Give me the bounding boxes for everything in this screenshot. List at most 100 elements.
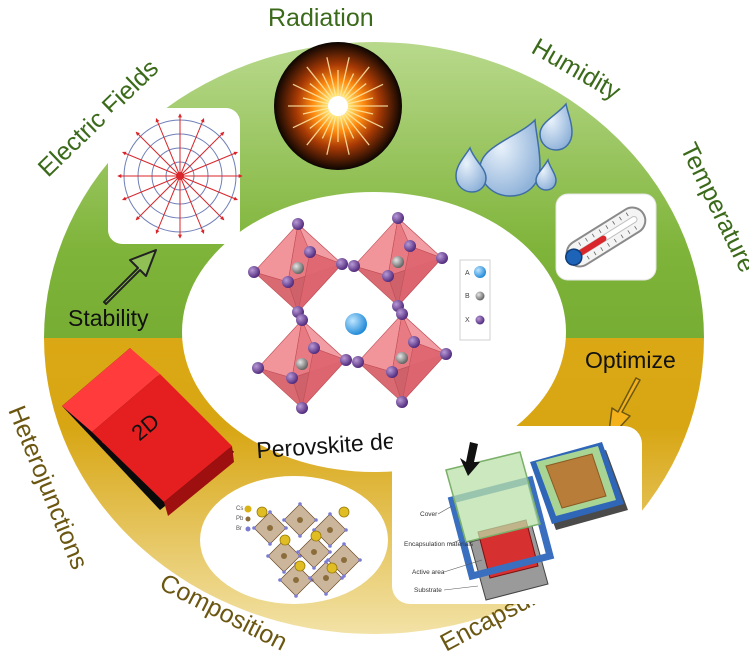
thermometer-icon [565,206,647,268]
composition-br-atom [278,578,282,582]
field-line [179,175,225,221]
composition-swatch-pb [245,516,251,522]
radiation-ray [338,111,350,155]
x-site-anion [440,348,452,360]
octahedron-face [397,245,443,307]
x-site-anion [386,366,398,378]
composition-legend-pb: Pb [236,516,244,522]
legend-swatch-a [474,266,486,278]
x-site-anion [396,396,408,408]
radiation-ray [302,106,333,115]
legend-label-a: A [465,270,470,277]
radiation-ray [341,66,370,102]
composition-br-atom [312,566,316,570]
b-site-cation [292,262,304,274]
radiation-ray [326,57,338,101]
legend-label-x: X [465,317,470,324]
composition-br-atom [340,576,344,580]
b-site-cation [392,256,404,268]
composition-br-atom [308,576,312,580]
field-lines [117,113,243,239]
composition-br-atom [314,518,318,522]
label-active-area: Active area [412,569,445,576]
water-drop-icon [535,158,557,191]
radiation-ray [343,97,374,106]
x-site-anion [382,270,394,282]
composition-cs-atom [279,534,291,546]
octahedron-face [301,347,347,409]
x-site-anion [340,354,352,366]
electric-field-panel [108,108,243,244]
composition-cs-atom [326,562,338,574]
octahedron-face [297,251,343,313]
point-charge-icon [176,172,184,180]
x-site-anion [436,252,448,264]
composition-legend-cs: Cs [236,506,243,512]
radiation-ray [338,57,350,101]
radiation-ray [340,111,355,139]
composition-pb-atom [267,525,273,531]
radiation-ray [309,109,334,129]
x-site-anion [408,336,420,348]
radiation-ray [340,73,355,101]
composition-br-atom [284,526,288,530]
b-site-cation [396,352,408,364]
x-site-anion [286,372,298,384]
x-site-anion [304,246,316,258]
composition-swatch-cs [244,505,252,513]
temperature-panel [555,193,657,281]
field-line [155,175,181,234]
crystal-legend: A B X [459,259,491,341]
field-line [122,151,181,177]
optimize-group: Optimize [585,347,676,441]
radiation-ray [342,109,367,129]
label-cover: Cover [420,511,438,518]
composition-pb-atom [293,577,299,583]
composition-crystal-icon [252,502,362,598]
stability-group: Stability [68,249,157,331]
x-site-anion [348,260,360,272]
composition-br-atom [324,560,328,564]
radiation-ray [292,108,333,129]
encapsulation-panel: Cover Encapsulation materials Active are… [392,426,642,604]
composition-swatch-br [245,526,251,532]
perovskite-octahedra [248,212,452,414]
stability-arrow [103,249,157,305]
legend-swatch-b [475,291,485,301]
composition-pb-atom [327,527,333,533]
x-site-anion [282,276,294,288]
octahedron-face [401,341,447,403]
composition-br-atom [282,570,286,574]
composition-br-atom [294,594,298,598]
composition-br-atom [268,542,272,546]
radiation-ray [321,73,336,101]
radiation-ray [341,110,370,146]
x-site-anion [404,240,416,252]
composition-br-atom [328,550,332,554]
x-site-anion [296,314,308,326]
x-site-anion [336,258,348,270]
label-encapsulation-materials: Encapsulation materials [404,541,474,548]
optimize-label: Optimize [585,347,676,373]
encapsulation-labels: Cover Encapsulation materials Active are… [404,505,483,594]
water-drop-icon [539,102,573,151]
composition-br-atom [296,550,300,554]
cover-layer [445,451,541,543]
x-site-anion [248,266,260,278]
composition-panel: Cs Pb Br [200,476,388,604]
radiation-ray [306,66,335,102]
composition-br-atom [324,592,328,596]
composition-pb-atom [341,557,347,563]
a-site-cation [345,313,367,335]
radiation-ray [321,111,336,139]
optimize-arrow [607,377,641,441]
label-substrate: Substrate [414,587,442,594]
x-site-anion [252,362,264,374]
radiation-ray [292,83,333,104]
field-line [179,118,205,177]
composition-br-atom [344,528,348,532]
composition-br-atom [358,558,362,562]
b-site-cation [296,358,308,370]
composition-cs-atom [294,560,306,572]
